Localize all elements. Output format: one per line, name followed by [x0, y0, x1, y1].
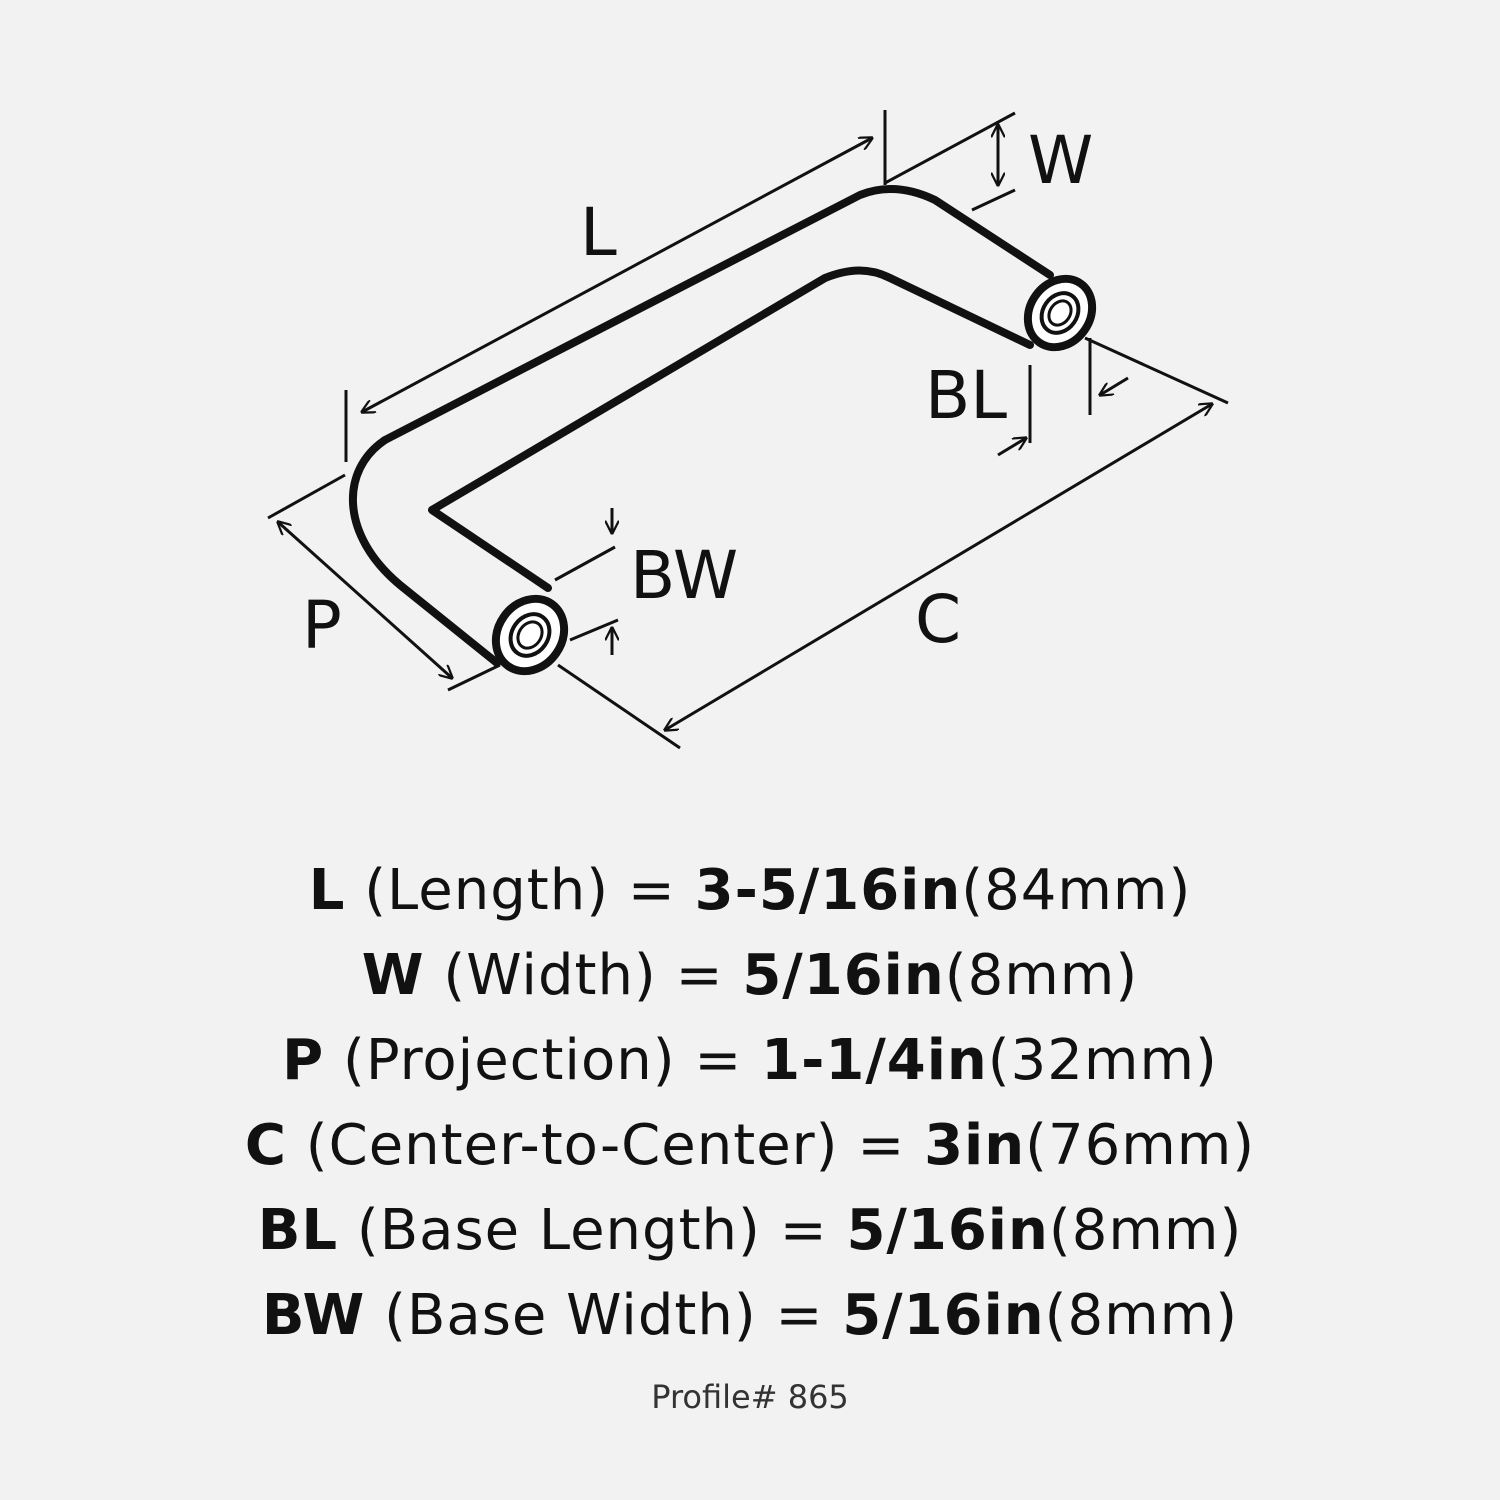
spec-inch-value: 1-1/4in [761, 1028, 988, 1093]
label-center: C [915, 581, 961, 658]
spec-code: C [244, 1113, 287, 1178]
spec-name: (Width) [443, 943, 657, 1008]
spec-inch-value: 3-5/16in [694, 858, 962, 923]
spec-name: (Length) [364, 858, 610, 923]
spec-name: (Base Length) [356, 1198, 761, 1263]
spec-equals: = [694, 1028, 743, 1093]
spec-inch-value: 5/16in [846, 1198, 1049, 1263]
label-width: W [1028, 122, 1093, 199]
spec-code: W [361, 943, 425, 1008]
spec-inch-value: 3in [924, 1113, 1026, 1178]
spec-inch-value: 5/16in [742, 943, 945, 1008]
spec-mm-value: (8mm) [1044, 1283, 1239, 1348]
left-base-end [491, 594, 569, 676]
label-length: L [580, 194, 617, 271]
label-base-width: BW [630, 537, 738, 614]
spec-equals: = [779, 1198, 828, 1263]
spec-mm-value: (8mm) [944, 943, 1139, 1008]
spec-inch-value: 5/16in [842, 1283, 1045, 1348]
spec-row-base-length: BL (Base Length) = 5/16in(8mm) [0, 1188, 1500, 1273]
spec-list: L (Length) = 3-5/16in(84mm) W (Width) = … [0, 848, 1500, 1358]
label-projection: P [302, 587, 342, 664]
right-base-end [1023, 274, 1097, 352]
spec-code: BL [257, 1198, 339, 1263]
profile-number: Profile# 865 [651, 1378, 849, 1416]
spec-mm-value: (32mm) [987, 1028, 1218, 1093]
spec-name: (Projection) [342, 1028, 676, 1093]
spec-name: (Base Width) [384, 1283, 757, 1348]
spec-mm-value: (84mm) [961, 858, 1192, 923]
spec-code: L [308, 858, 346, 923]
spec-mm-value: (76mm) [1025, 1113, 1256, 1178]
spec-row-center-to-center: C (Center-to-Center) = 3in(76mm) [0, 1103, 1500, 1188]
spec-name: (Center-to-Center) [305, 1113, 839, 1178]
dimension-lines [267, 110, 1229, 750]
spec-row-length: L (Length) = 3-5/16in(84mm) [0, 848, 1500, 933]
spec-equals: = [675, 943, 724, 1008]
spec-code: BW [261, 1283, 366, 1348]
spec-code: P [282, 1028, 325, 1093]
spec-row-base-width: BW (Base Width) = 5/16in(8mm) [0, 1273, 1500, 1358]
label-base-length: BL [925, 357, 1007, 434]
spec-equals: = [857, 1113, 906, 1178]
handle-diagram: L W BL BW P C [267, 110, 1229, 750]
spec-row-width: W (Width) = 5/16in(8mm) [0, 933, 1500, 1018]
spec-equals: = [775, 1283, 824, 1348]
spec-equals: = [627, 858, 676, 923]
spec-row-projection: P (Projection) = 1-1/4in(32mm) [0, 1018, 1500, 1103]
spec-mm-value: (8mm) [1048, 1198, 1243, 1263]
